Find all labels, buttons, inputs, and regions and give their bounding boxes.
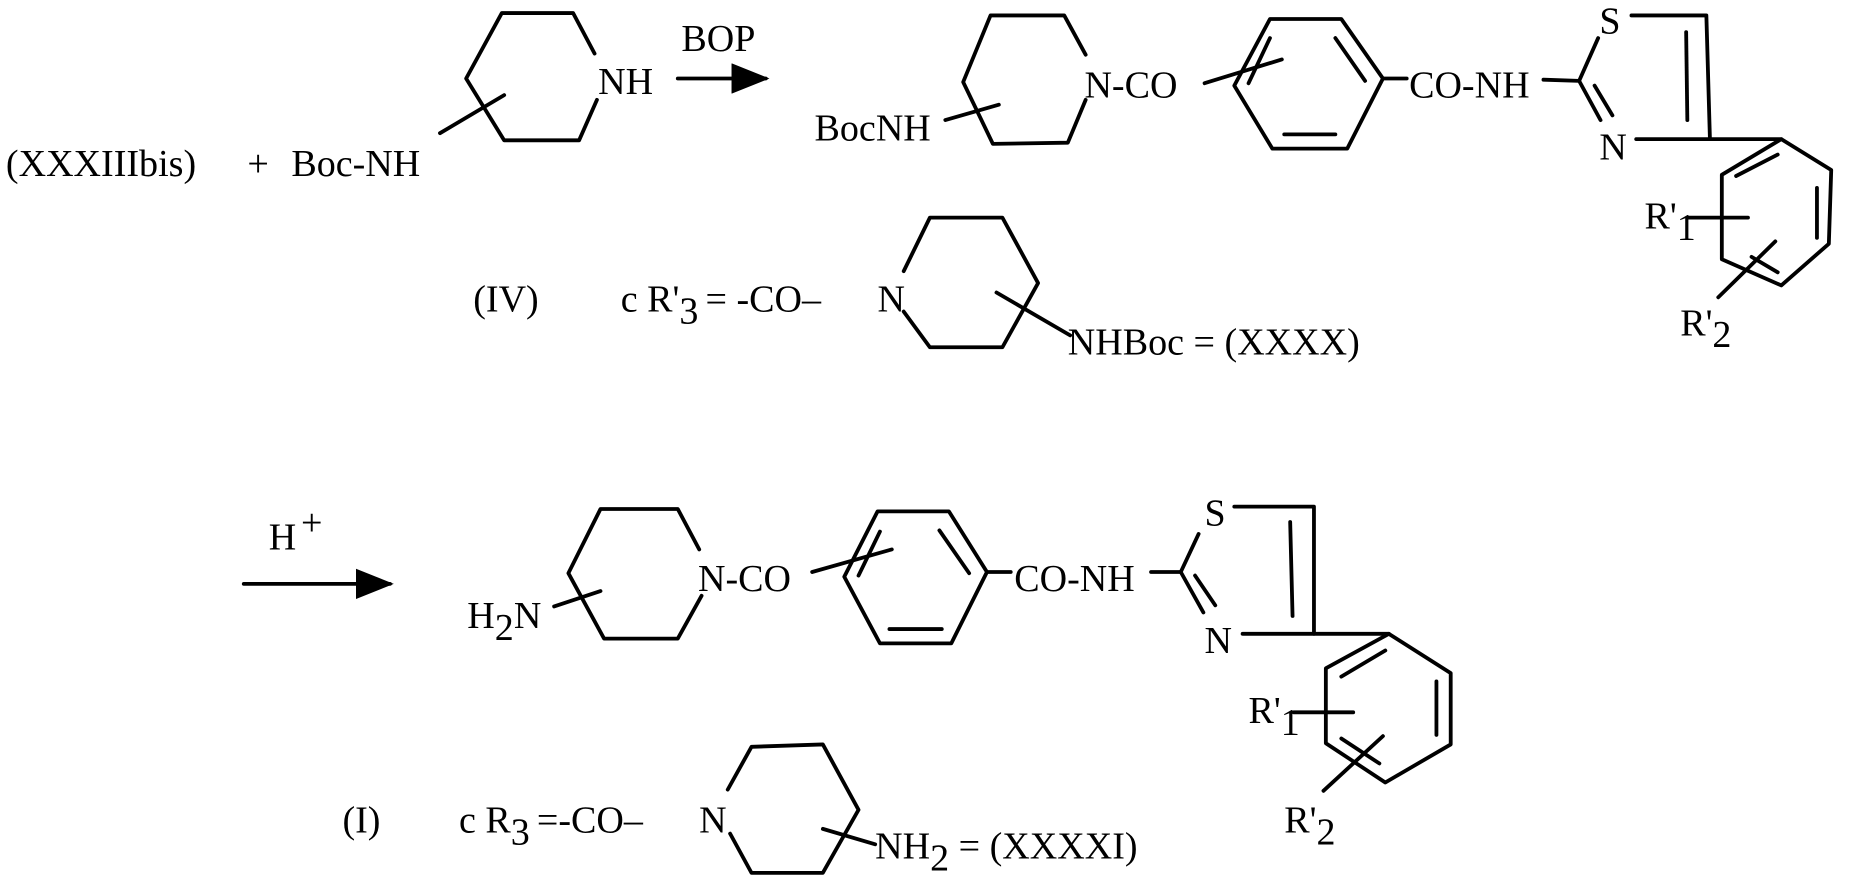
phenyl-ring <box>1689 139 1832 297</box>
piperidine-ring <box>963 15 1085 143</box>
reagent-h-plus: H+ <box>269 502 323 558</box>
phenyl-ring <box>1294 634 1451 791</box>
h2n-label: H2N <box>467 595 541 649</box>
ring-n-label: N <box>878 279 905 321</box>
bocnh-label: BocNH <box>815 107 931 149</box>
sulfur-label: S <box>1205 493 1226 535</box>
amide-co-nh: CO-NH <box>1014 558 1134 600</box>
piperidine-ring <box>440 13 597 140</box>
nitrogen-label: N <box>1205 620 1232 662</box>
reaction-2: H+ <box>244 502 390 584</box>
r1-label: R'1 <box>1249 690 1300 744</box>
boc-nh-label: Boc-NH <box>291 143 420 185</box>
reagent-bop: BOP <box>681 18 755 60</box>
amide-n-co: N-CO <box>1084 65 1177 107</box>
compound-label-iv: (IV) <box>473 279 538 321</box>
r1-label: R'1 <box>1645 195 1696 249</box>
ring-n-label: N <box>699 799 726 841</box>
nh2-xxxxi-label: NH2 = (XXXXI) <box>875 826 1137 880</box>
piperidine-ring <box>728 744 859 872</box>
piperidine-ring <box>904 218 1038 348</box>
definition-iv: (IV) c R'3= -CO– N NHBoc = (XXXX) <box>473 218 1360 364</box>
sulfur-label: S <box>1599 0 1620 42</box>
plus-sign: + <box>247 143 268 185</box>
thiazole-ring <box>1151 507 1389 634</box>
amide-co-nh: CO-NH <box>1409 65 1529 107</box>
benzene-ring <box>1234 19 1383 149</box>
amide-n-co: N-CO <box>698 558 791 600</box>
reaction-1: (XXXIIIbis) + Boc-NH NH BOP <box>6 13 766 185</box>
r2-label: R'2 <box>1680 302 1731 356</box>
nitrogen-label: N <box>1599 126 1626 168</box>
compound-label-i: (I) <box>342 799 380 841</box>
r3-label: c R3=-CO– <box>459 799 644 853</box>
definition-i: (I) c R3=-CO– N NH2 = (XXXXI) <box>342 744 1137 879</box>
thiazole-ring <box>1543 15 1781 139</box>
benzene-ring <box>844 511 987 643</box>
nhboc-xxxx-label: NHBoc = (XXXX) <box>1068 321 1360 363</box>
piperidine-ring <box>568 509 701 639</box>
reactant-label: (XXXIIIbis) <box>6 143 196 185</box>
r2-label: R'2 <box>1284 799 1335 853</box>
r3-prime-label: c R'3= -CO– <box>621 279 822 333</box>
product-iv: BocNH N-CO CO-NH S N <box>815 0 1832 356</box>
nh-label: NH <box>598 61 653 103</box>
